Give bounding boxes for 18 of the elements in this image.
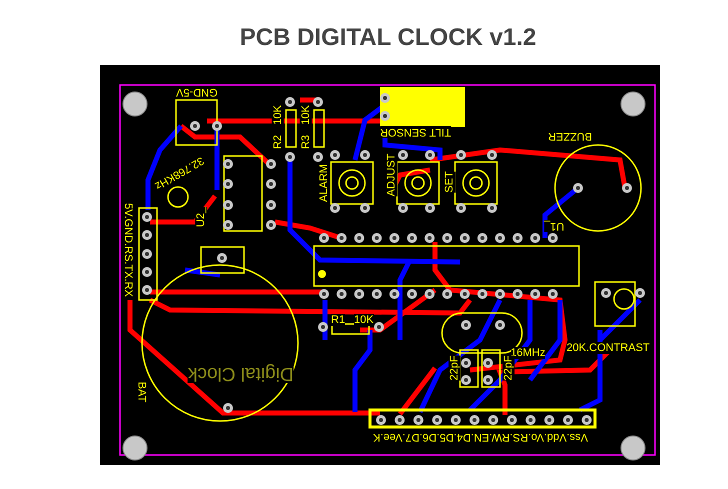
silkscreen-label: Digital Clock xyxy=(188,363,294,383)
silkscreen-label: ADJUST xyxy=(384,154,397,196)
silkscreen-label: TILT SENSOR xyxy=(380,126,451,138)
silkscreen-label: GND-5V xyxy=(176,86,218,98)
silkscreen-label: U2_ xyxy=(195,206,208,228)
silkscreen-label: BUZZER xyxy=(548,130,592,142)
silkscreen-label: R3 xyxy=(300,134,312,150)
silkscreen-label: 5V.GND.RS.TX.RX xyxy=(122,203,134,297)
silkscreen-label: 10K xyxy=(354,314,374,326)
silkscreen-label: Vss.Vdd.Vo.RS.RW.EN.D4.D5.D6.D7.Vee.K xyxy=(372,431,588,443)
silkscreen-label: 10K xyxy=(272,105,284,125)
silkscreen-label: U1_ xyxy=(544,220,564,232)
silkscreen-label: R1 xyxy=(331,314,346,326)
page-title: PCB DIGITAL CLOCK v1.2 xyxy=(238,24,538,52)
silkscreen-label: 20K.CONTRAST xyxy=(566,342,650,354)
silkscreen-label: ALARM xyxy=(318,164,330,202)
silkscreen-label: 16MHz xyxy=(510,347,546,359)
silkscreen-label: 10K xyxy=(300,105,312,125)
